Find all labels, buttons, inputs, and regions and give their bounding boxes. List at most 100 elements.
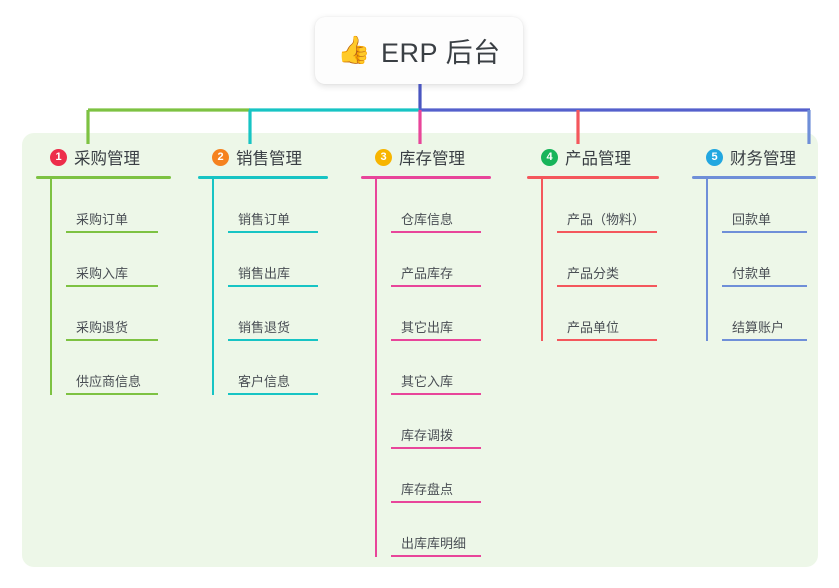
branch-number-badge: 3 xyxy=(375,148,392,166)
branch-column-4[interactable]: 4 产品管理产品（物料） 产品分类产品单位 xyxy=(527,144,659,341)
branch-title: 采购管理 xyxy=(74,150,140,168)
branch-header-4[interactable]: 4 产品管理 xyxy=(527,144,659,170)
leaf-underline xyxy=(228,393,318,395)
leaf-label: 产品单位 xyxy=(567,320,620,335)
leaf-node[interactable]: 付款单 xyxy=(722,233,816,287)
leaf-underline xyxy=(66,285,158,287)
branch-title: 库存管理 xyxy=(399,150,465,168)
leaf-node[interactable]: 其它出库 xyxy=(391,287,491,341)
branch-title: 财务管理 xyxy=(730,150,796,168)
leaf-label: 付款单 xyxy=(732,266,772,281)
leaf-node[interactable]: 其它入库 xyxy=(391,341,491,395)
leaf-underline xyxy=(228,285,318,287)
leaf-node[interactable]: 采购订单 xyxy=(66,179,171,233)
leaf-label: 销售退货 xyxy=(238,320,291,335)
diagram-panel xyxy=(22,133,818,567)
branch-underline xyxy=(36,176,171,179)
leaf-label: 客户信息 xyxy=(238,374,291,389)
leaf-label: 仓库信息 xyxy=(401,212,454,227)
leaf-underline xyxy=(722,231,807,233)
leaf-spine xyxy=(706,179,708,341)
leaf-node[interactable]: 出库库明细 xyxy=(391,503,491,557)
leaf-underline xyxy=(391,555,481,557)
leaf-underline xyxy=(557,285,657,287)
leaf-underline xyxy=(391,393,481,395)
leaf-label: 采购入库 xyxy=(76,266,129,281)
leaf-label: 结算账户 xyxy=(732,320,785,335)
leaf-node[interactable]: 产品分类 xyxy=(557,233,659,287)
leaf-underline xyxy=(391,447,481,449)
leaf-label: 产品库存 xyxy=(401,266,454,281)
leaf-node[interactable]: 库存调拨 xyxy=(391,395,491,449)
leaf-list: 销售订单销售出库销售退货客户信息 xyxy=(212,179,328,395)
leaf-list: 产品（物料） 产品分类产品单位 xyxy=(541,179,659,341)
branch-title: 销售管理 xyxy=(236,150,302,168)
leaf-node[interactable]: 销售订单 xyxy=(228,179,328,233)
leaf-node[interactable]: 采购退货 xyxy=(66,287,171,341)
leaf-underline xyxy=(66,393,158,395)
root-node[interactable]: 👍 ERP 后台 xyxy=(315,17,523,84)
leaf-underline xyxy=(391,501,481,503)
leaf-underline xyxy=(391,231,481,233)
branch-title: 产品管理 xyxy=(565,150,631,168)
leaf-node[interactable]: 采购入库 xyxy=(66,233,171,287)
branch-number-badge: 1 xyxy=(50,148,67,166)
leaf-node[interactable]: 结算账户 xyxy=(722,287,816,341)
branch-number-badge: 4 xyxy=(541,148,558,166)
branch-column-5[interactable]: 5 财务管理回款单付款单结算账户 xyxy=(692,144,816,341)
leaf-node[interactable]: 销售退货 xyxy=(228,287,328,341)
leaf-label: 出库库明细 xyxy=(401,536,467,551)
branch-header-1[interactable]: 1 采购管理 xyxy=(36,144,171,170)
leaf-underline xyxy=(557,339,657,341)
leaf-underline xyxy=(722,339,807,341)
branch-number-badge: 2 xyxy=(212,148,229,166)
leaf-spine xyxy=(50,179,52,395)
leaf-spine xyxy=(212,179,214,395)
root-node-title: ERP 后台 xyxy=(381,38,501,68)
leaf-node[interactable]: 仓库信息 xyxy=(391,179,491,233)
leaf-underline xyxy=(66,339,158,341)
leaf-node[interactable]: 产品单位 xyxy=(557,287,659,341)
leaf-node[interactable]: 产品（物料） xyxy=(557,179,659,233)
leaf-label: 库存调拨 xyxy=(401,428,454,443)
branch-column-1[interactable]: 1 采购管理采购订单采购入库采购退货供应商信息 xyxy=(36,144,171,395)
branch-column-2[interactable]: 2 销售管理销售订单销售出库销售退货客户信息 xyxy=(198,144,328,395)
leaf-node[interactable]: 供应商信息 xyxy=(66,341,171,395)
leaf-list: 仓库信息产品库存其它出库其它入库库存调拨库存盘点出库库明细 xyxy=(375,179,491,557)
thumbs-up-icon: 👍 xyxy=(337,35,372,65)
leaf-underline xyxy=(391,285,481,287)
branch-underline xyxy=(198,176,328,179)
leaf-label: 其它入库 xyxy=(401,374,454,389)
leaf-label: 采购退货 xyxy=(76,320,129,335)
leaf-label: 其它出库 xyxy=(401,320,454,335)
leaf-label: 回款单 xyxy=(732,212,772,227)
leaf-node[interactable]: 库存盘点 xyxy=(391,449,491,503)
leaf-label: 销售订单 xyxy=(238,212,291,227)
leaf-node[interactable]: 销售出库 xyxy=(228,233,328,287)
leaf-underline xyxy=(228,339,318,341)
branch-header-5[interactable]: 5 财务管理 xyxy=(692,144,816,170)
leaf-underline xyxy=(722,285,807,287)
branch-underline xyxy=(692,176,816,179)
branch-header-3[interactable]: 3 库存管理 xyxy=(361,144,491,170)
leaf-label: 产品（物料） xyxy=(567,212,646,227)
branch-header-2[interactable]: 2 销售管理 xyxy=(198,144,328,170)
leaf-label: 库存盘点 xyxy=(401,482,454,497)
leaf-node[interactable]: 回款单 xyxy=(722,179,816,233)
leaf-node[interactable]: 客户信息 xyxy=(228,341,328,395)
leaf-underline xyxy=(391,339,481,341)
leaf-spine xyxy=(541,179,543,341)
branch-underline xyxy=(361,176,491,179)
leaf-label: 产品分类 xyxy=(567,266,620,281)
leaf-list: 采购订单采购入库采购退货供应商信息 xyxy=(50,179,171,395)
leaf-spine xyxy=(375,179,377,557)
branch-number-badge: 5 xyxy=(706,148,723,166)
leaf-label: 销售出库 xyxy=(238,266,291,281)
leaf-label: 供应商信息 xyxy=(76,374,142,389)
leaf-underline xyxy=(228,231,318,233)
leaf-node[interactable]: 产品库存 xyxy=(391,233,491,287)
branch-column-3[interactable]: 3 库存管理仓库信息产品库存其它出库其它入库库存调拨库存盘点出库库明细 xyxy=(361,144,491,557)
leaf-underline xyxy=(66,231,158,233)
branch-underline xyxy=(527,176,659,179)
